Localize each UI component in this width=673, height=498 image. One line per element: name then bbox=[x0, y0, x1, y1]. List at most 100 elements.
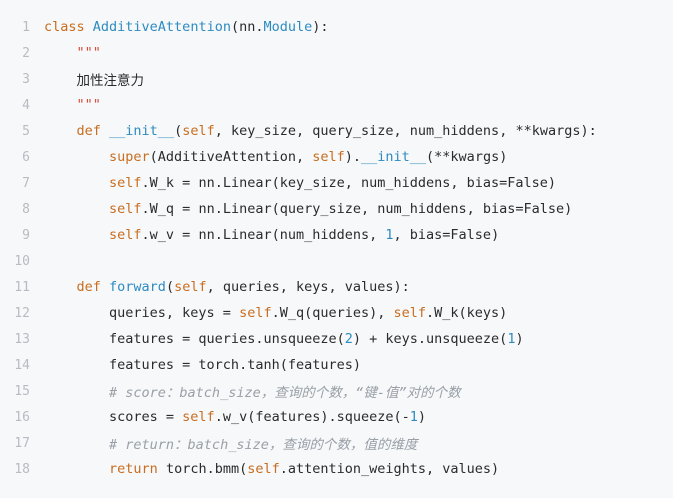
code-line: 16 scores = self.w_v(features).squeeze(-… bbox=[0, 404, 673, 430]
code-text: queries, keys = self.W_q(queries), self.… bbox=[30, 305, 507, 321]
line-number: 11 bbox=[14, 279, 30, 295]
code-line: 10 bbox=[0, 248, 673, 274]
code-token: scores = bbox=[44, 409, 183, 425]
code-token: return bbox=[109, 461, 166, 477]
code-line: 11 def forward(self, queries, keys, valu… bbox=[0, 274, 673, 300]
code-token: 1 bbox=[409, 409, 418, 425]
code-line: 12 queries, keys = self.W_q(queries), se… bbox=[0, 300, 673, 326]
code-token: 2 bbox=[344, 331, 353, 347]
code-token: def bbox=[76, 279, 110, 295]
code-token: forward bbox=[109, 279, 166, 295]
code-token bbox=[44, 45, 77, 61]
code-line: 6 super(AdditiveAttention, self).__init_… bbox=[0, 144, 673, 170]
code-token: .W_k(keys) bbox=[426, 305, 508, 321]
code-token: 加性注意力 bbox=[76, 73, 145, 89]
line-number: 2 bbox=[22, 45, 30, 61]
line-number: 4 bbox=[22, 97, 30, 113]
code-token: torch.bmm( bbox=[165, 461, 248, 477]
code-text: # score：batch_size，查询的个数，“键-值”对的个数 bbox=[30, 381, 461, 401]
code-token: """ bbox=[76, 45, 101, 61]
code-token bbox=[44, 73, 77, 89]
code-token: ) bbox=[515, 331, 524, 347]
code-token: ). bbox=[344, 149, 362, 165]
line-number: 12 bbox=[14, 305, 30, 321]
code-text: self.W_q = nn.Linear(query_size, num_hid… bbox=[30, 201, 572, 217]
code-token bbox=[44, 279, 77, 295]
code-token: self bbox=[239, 305, 272, 321]
line-number: 9 bbox=[22, 227, 30, 243]
code-token: def bbox=[76, 123, 110, 139]
code-token: self bbox=[109, 227, 142, 243]
code-token: # return：batch_size，查询的个数，值的维度 bbox=[109, 437, 418, 453]
code-token: self bbox=[109, 175, 142, 191]
code-token: self bbox=[247, 461, 280, 477]
code-token: (**kwargs) bbox=[426, 149, 508, 165]
code-token: ) bbox=[417, 409, 427, 425]
code-line: 5 def __init__(self, key_size, query_siz… bbox=[0, 118, 673, 144]
code-token: self bbox=[182, 409, 215, 425]
code-token: ( bbox=[174, 123, 183, 139]
code-token: .W_q = nn.Linear(query_size, num_hiddens… bbox=[141, 201, 573, 217]
code-token: class bbox=[44, 19, 93, 35]
code-token bbox=[44, 123, 77, 139]
line-number: 7 bbox=[22, 175, 30, 191]
code-token bbox=[44, 97, 77, 113]
line-number: 1 bbox=[22, 19, 30, 35]
code-token: ( bbox=[165, 279, 175, 295]
code-token: queries, keys = bbox=[44, 305, 240, 321]
line-number: 13 bbox=[14, 331, 30, 347]
code-token: self bbox=[174, 279, 207, 295]
code-token: .W_k = nn.Linear(key_size, num_hiddens, … bbox=[141, 175, 557, 191]
code-token bbox=[44, 149, 109, 165]
line-number: 18 bbox=[14, 461, 30, 477]
line-number: 17 bbox=[14, 435, 30, 451]
code-token: self bbox=[182, 123, 215, 139]
code-line: 14 features = torch.tanh(features) bbox=[0, 352, 673, 378]
code-token: .attention_weights, values) bbox=[279, 461, 500, 477]
code-token: ): bbox=[312, 19, 329, 35]
code-text: class AdditiveAttention(nn.Module): bbox=[30, 19, 329, 35]
code-text: super(AdditiveAttention, self).__init__(… bbox=[30, 149, 507, 165]
code-text: return torch.bmm(self.attention_weights,… bbox=[30, 461, 499, 477]
code-line: 8 self.W_q = nn.Linear(query_size, num_h… bbox=[0, 196, 673, 222]
code-line: 13 features = queries.unsqueeze(2) + key… bbox=[0, 326, 673, 352]
code-line: 4 """ bbox=[0, 92, 673, 118]
code-token: self bbox=[312, 149, 345, 165]
code-text: 加性注意力 bbox=[30, 69, 145, 89]
code-text: def __init__(self, key_size, query_size,… bbox=[30, 123, 597, 139]
code-token: self bbox=[393, 305, 427, 321]
code-line: 7 self.W_k = nn.Linear(key_size, num_hid… bbox=[0, 170, 673, 196]
code-token bbox=[44, 227, 109, 243]
code-text: # return：batch_size，查询的个数，值的维度 bbox=[30, 433, 417, 453]
code-token: .W_q(queries), bbox=[271, 305, 394, 321]
line-number: 16 bbox=[14, 409, 30, 425]
code-text: features = queries.unsqueeze(2) + keys.u… bbox=[30, 331, 524, 347]
code-token: (AdditiveAttention, bbox=[149, 149, 313, 165]
code-token: # score：batch_size，查询的个数，“键-值”对的个数 bbox=[109, 385, 461, 401]
code-token: .w_v = nn.Linear(num_hiddens, bbox=[141, 227, 386, 243]
code-token bbox=[44, 175, 109, 191]
code-token: 1 bbox=[385, 227, 394, 243]
code-token: Module bbox=[263, 19, 313, 35]
code-text: features = torch.tanh(features) bbox=[30, 357, 361, 373]
code-token: features = queries.unsqueeze( bbox=[44, 331, 345, 347]
code-token: .w_v(features).squeeze(- bbox=[214, 409, 410, 425]
line-number: 6 bbox=[22, 149, 30, 165]
line-number: 5 bbox=[22, 123, 30, 139]
line-number: 3 bbox=[22, 71, 30, 87]
code-token bbox=[44, 201, 109, 217]
code-line: 3 加性注意力 bbox=[0, 66, 673, 92]
code-token: AdditiveAttention bbox=[92, 19, 231, 35]
code-token bbox=[44, 437, 109, 453]
code-token: __init__ bbox=[361, 149, 427, 165]
code-text: self.w_v = nn.Linear(num_hiddens, 1, bia… bbox=[30, 227, 499, 243]
line-number: 14 bbox=[14, 357, 30, 373]
code-token: , key_size, query_size, num_hiddens, **k… bbox=[214, 123, 597, 139]
code-line: 18 return torch.bmm(self.attention_weigh… bbox=[0, 456, 673, 482]
code-token: , queries, keys, values): bbox=[206, 279, 410, 295]
code-token bbox=[44, 461, 109, 477]
line-number: 10 bbox=[14, 253, 30, 269]
code-text: """ bbox=[30, 97, 101, 113]
code-token: (nn. bbox=[230, 19, 264, 35]
